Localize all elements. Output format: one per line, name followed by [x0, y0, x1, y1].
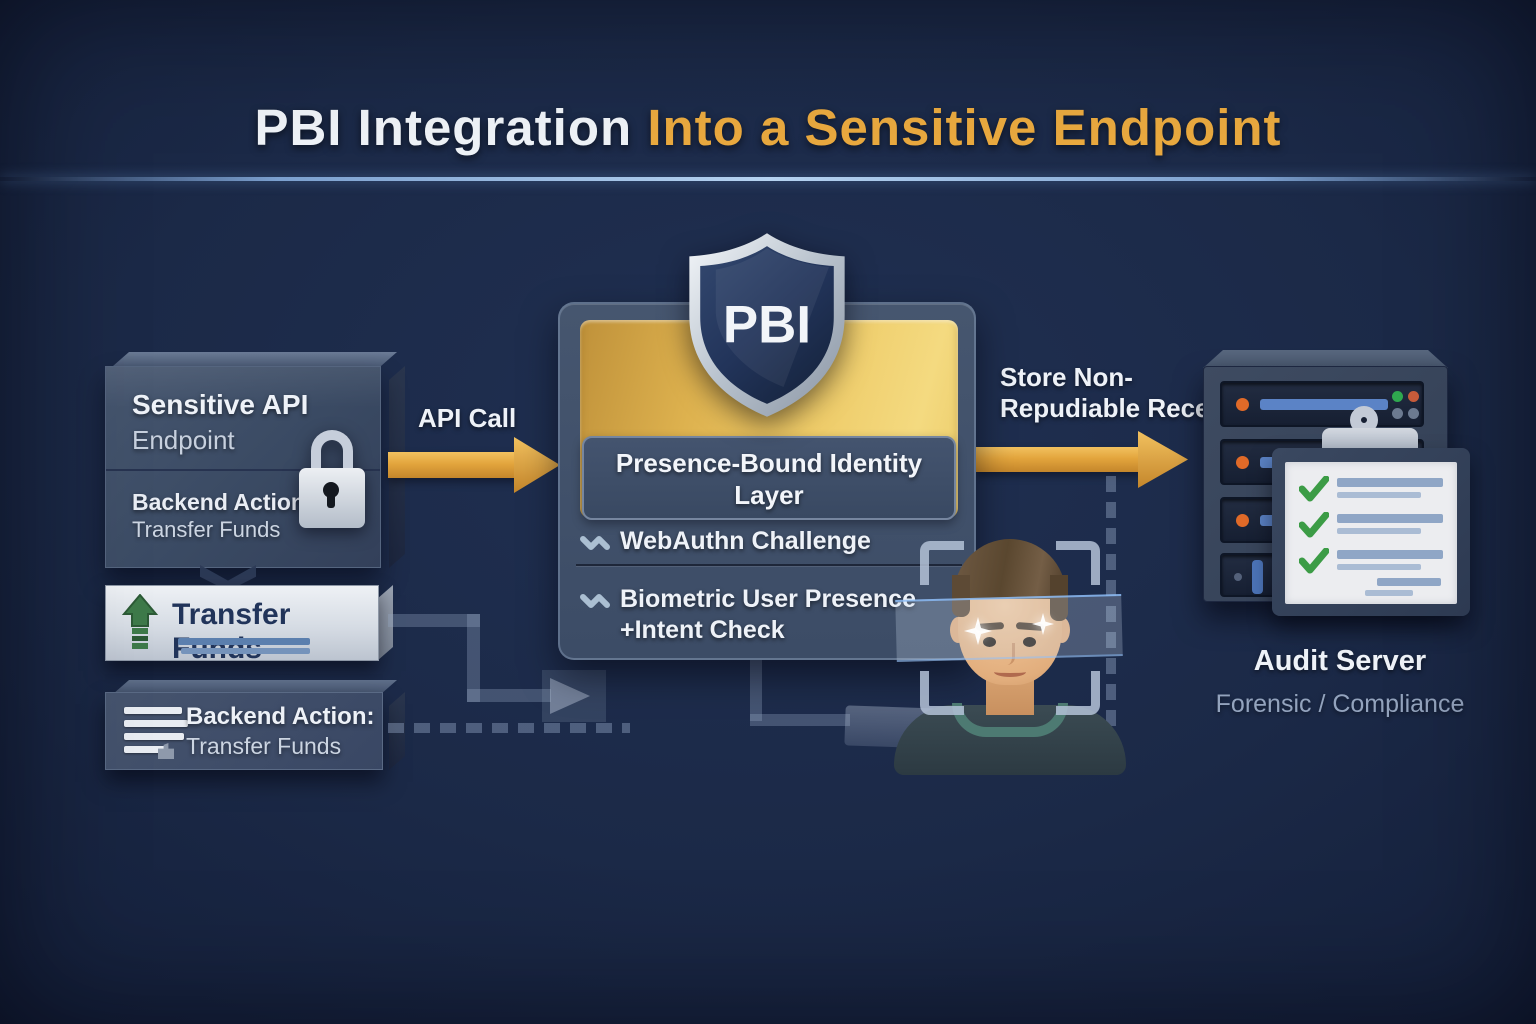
led-orange [1236, 514, 1249, 527]
endpoint-action-value: Transfer Funds [132, 517, 281, 542]
box-top-face [113, 680, 397, 694]
layer-title-box: Presence-Bound Identity Layer [582, 436, 956, 520]
backend-action-value: Transfer Funds [186, 733, 342, 759]
drive-bar [1260, 399, 1388, 410]
connector-transfer-v [467, 614, 480, 702]
avatar-hair [952, 539, 1068, 621]
connector-panel-drop [750, 659, 762, 721]
connector-panel-h [750, 714, 850, 726]
vent-slot [1252, 560, 1263, 594]
endpoint-action-label: Backend Action: [132, 489, 313, 515]
store-receipt-label: Store Non- Repudiable Receipt [1000, 362, 1242, 423]
chevron-zigzag-icon [580, 594, 610, 608]
server-bay [1220, 381, 1424, 427]
connector-receipt-dashed-v [1106, 476, 1116, 730]
check-icon [1299, 512, 1329, 538]
audit-clipboard-icon [1272, 406, 1470, 616]
title-main: PBI Integration [254, 99, 648, 156]
title-highlight: Into a Sensitive Endpoint [647, 99, 1282, 156]
api-call-arrow-shaft [388, 452, 520, 478]
connector-arrow-icon [542, 670, 606, 722]
lock-icon [297, 430, 367, 542]
api-call-label: API Call [418, 403, 517, 433]
connector-transfer-h1 [388, 614, 480, 627]
checklist-paper [1285, 462, 1457, 604]
led-orange [1236, 398, 1249, 411]
audit-server-subtitle: Forensic / Compliance [1215, 690, 1465, 718]
pbi-shield-icon: PBI [689, 233, 845, 417]
avatar-collar [952, 703, 1068, 737]
led-gray [1408, 408, 1419, 419]
receipt-arrow-shaft [976, 447, 1142, 472]
scan-frame-corner [1056, 541, 1100, 585]
face-scan-band [895, 594, 1123, 662]
backend-action-label: Backend Action: [186, 703, 375, 730]
box-top-face [113, 352, 397, 366]
scan-frame-corner [920, 671, 964, 715]
item-divider [576, 564, 962, 566]
backend-action-box: Backend Action: Transfer Funds [105, 680, 405, 772]
endpoint-subtitle: Endpoint [132, 425, 235, 455]
sparkle-icon [1032, 613, 1054, 635]
audit-server-title: Audit Server [1253, 645, 1427, 677]
scan-frame-corner [1056, 671, 1100, 715]
api-call-arrow-head [514, 437, 560, 493]
scan-frame-corner [920, 541, 964, 585]
box-right-face [389, 692, 405, 770]
layer-title-line1: Presence-Bound Identity [615, 448, 923, 478]
led-orange [1236, 456, 1249, 469]
title-underline-divider [0, 177, 1536, 181]
endpoint-title: Sensitive API [132, 389, 309, 420]
led-gray [1392, 408, 1403, 419]
page-title: PBI Integration Into a Sensitive Endpoin… [0, 98, 1536, 157]
chevron-zigzag-icon [580, 536, 610, 550]
transfer-funds-box: Transfer Funds [105, 585, 395, 669]
led-red [1408, 391, 1419, 402]
box-right-face [377, 585, 393, 661]
layer-title-line2: Layer [734, 480, 804, 510]
led-green [1392, 391, 1403, 402]
transfer-up-icon [121, 594, 159, 649]
list-icon [124, 707, 188, 759]
transfer-box-front: Transfer Funds [105, 585, 379, 665]
receipt-arrow-head [1138, 431, 1188, 488]
connector-backend-dashed [388, 723, 630, 733]
sparkle-icon [964, 617, 992, 645]
check-icon [1299, 476, 1329, 502]
user-avatar [880, 533, 1140, 775]
sensitive-endpoint-box: Sensitive API Endpoint Backend Action: T… [105, 352, 405, 591]
pbi-layer-panel: Presence-Bound Identity Layer WebAuthn C… [558, 233, 976, 660]
avatar-head [950, 539, 1070, 691]
shield-label: PBI [723, 295, 811, 354]
backend-box-front: Backend Action: Transfer Funds [105, 692, 383, 770]
panel-item-biometric: Biometric User Presence +Intent Check [620, 585, 916, 644]
connector-transfer-h2 [467, 689, 551, 702]
underline-bars [178, 638, 310, 657]
panel-item-webauthn: WebAuthn Challenge [620, 527, 871, 555]
check-icon [1299, 548, 1329, 574]
